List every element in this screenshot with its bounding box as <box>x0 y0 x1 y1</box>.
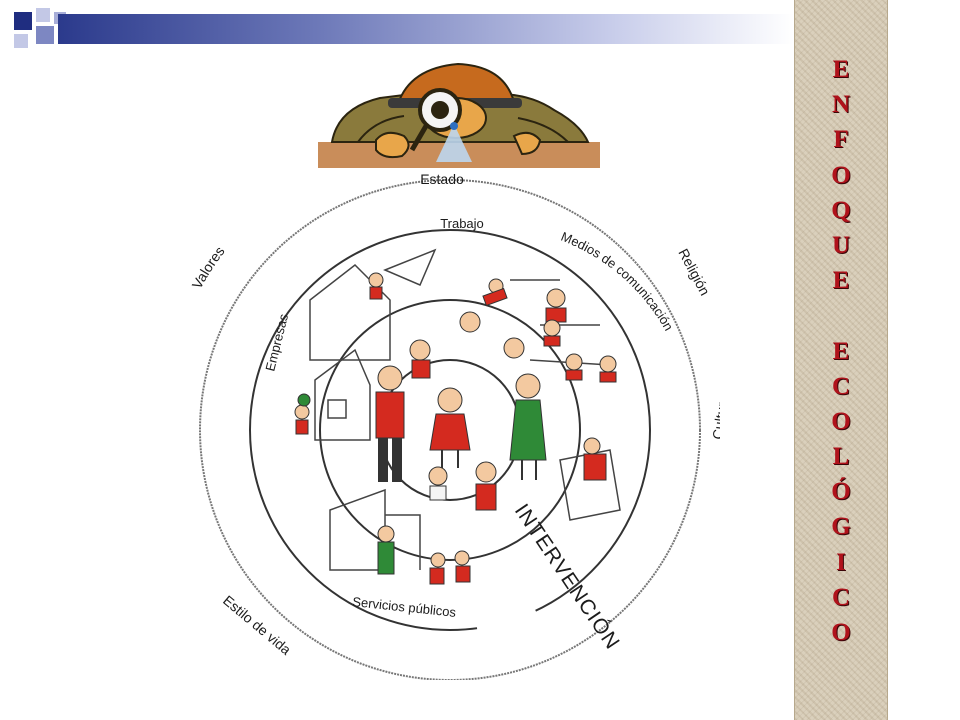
label-cultura: Cultura <box>709 393 720 440</box>
vertical-title-letter: F <box>833 126 849 154</box>
people-figures <box>294 272 617 585</box>
vertical-title-letter: E <box>832 56 850 83</box>
label-valores: Valores <box>189 243 228 291</box>
father-figure <box>375 365 405 482</box>
child-figure-center <box>429 387 471 468</box>
vertical-title-letter: N <box>831 91 851 119</box>
middle-ring <box>249 229 651 631</box>
vertical-title-letter: G <box>831 513 851 541</box>
ecological-model-diagram: Estado Valores Religión Cultura Estilo d… <box>180 150 720 680</box>
corner-squares-decoration <box>0 0 80 60</box>
vertical-title-letter: I <box>836 548 846 576</box>
vertical-title: E N F O Q U E E C O L Ó G I C O <box>795 52 887 650</box>
vertical-title-letter: O <box>831 407 851 435</box>
label-estilo-de-vida: Estilo de vida <box>220 592 294 658</box>
svg-text:Valores: Valores <box>189 243 228 291</box>
vertical-title-letter: E <box>832 267 850 295</box>
label-empresas: Empresas <box>262 312 291 373</box>
label-estado: Estado <box>420 171 464 187</box>
detective-illustration <box>318 58 600 168</box>
vertical-title-letter: L <box>832 443 850 471</box>
vertical-title-letter: U <box>831 231 851 259</box>
label-intervencion: INTERVENCIÓN <box>510 500 624 654</box>
label-religion: Religión <box>675 246 713 298</box>
title-bar-gradient <box>58 14 794 44</box>
svg-text:Medios de comunicación: Medios de comunicación <box>559 229 677 333</box>
inner-ring <box>319 299 581 561</box>
vertical-title-letter: Q <box>831 196 851 224</box>
label-trabajo: Trabajo <box>440 216 484 231</box>
outer-ring <box>199 179 701 680</box>
vertical-title-letter: Ó <box>831 478 851 506</box>
vertical-title-letter: E <box>832 337 850 365</box>
vertical-title-letter: O <box>831 161 851 189</box>
vertical-title-panel: E N F O Q U E E C O L Ó G I C O <box>794 0 888 720</box>
label-medios-de-comunicacion: Medios de comunicación <box>559 229 677 333</box>
intervention-gap <box>450 430 540 650</box>
vertical-title-letter: C <box>831 583 851 611</box>
mother-figure <box>509 373 547 480</box>
vertical-title-letter: O <box>831 619 851 646</box>
label-servicios-publicos: Servicios públicos <box>352 594 458 620</box>
vertical-title-letter: C <box>831 372 851 400</box>
